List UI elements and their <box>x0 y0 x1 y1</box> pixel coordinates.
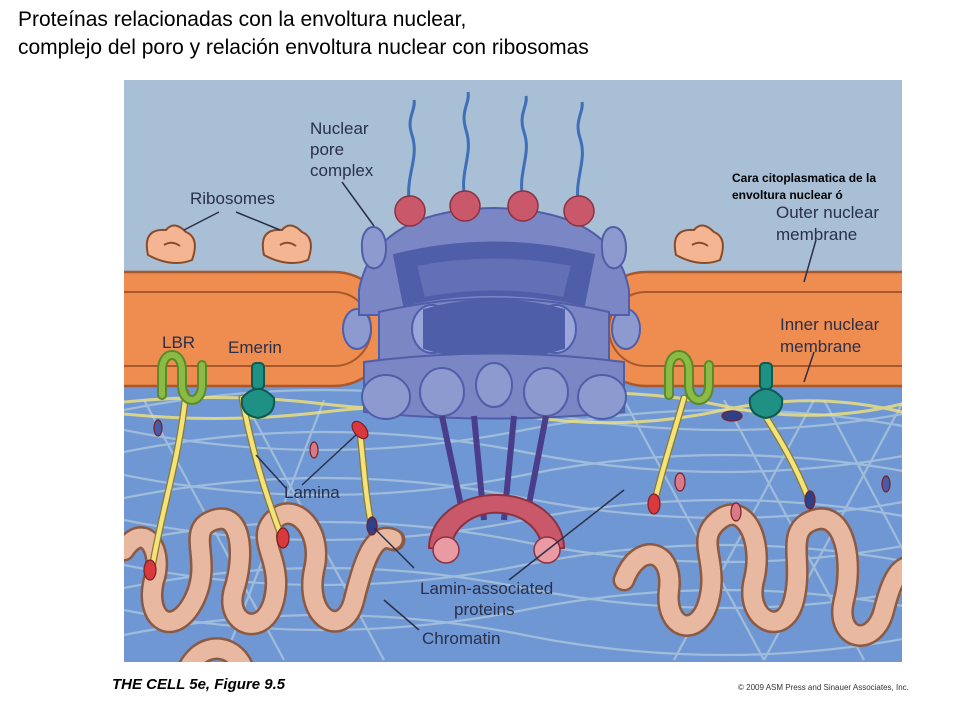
leader-lines <box>183 181 817 631</box>
label-outer-membrane-line1: Outer nuclear <box>776 203 879 222</box>
annotation-line-2: envoltura nuclear ó <box>732 188 843 202</box>
label-lamin-associated-line1: Lamin-associated <box>420 579 553 598</box>
label-nuclear-pore-line2: pore <box>310 140 344 159</box>
ribosome-2 <box>261 224 312 265</box>
label-outer-membrane-line2: membrane <box>776 225 857 244</box>
lamin-associated-proteins <box>143 410 891 581</box>
title-line-2: complejo del poro y relación envoltura n… <box>18 36 589 59</box>
label-nuclear-pore-line1: Nuclear <box>310 119 369 138</box>
slide-title: Proteínas relacionadas con la envoltura … <box>18 6 948 62</box>
label-lamina: Lamina <box>284 483 340 502</box>
label-lamin-associated-line2: proteins <box>454 600 514 619</box>
filament-beads <box>394 190 595 227</box>
emerin-proteins <box>240 362 784 420</box>
nuclear-pore-complex <box>358 206 630 420</box>
chromatin <box>124 502 902 662</box>
ribosome-1 <box>145 224 196 265</box>
cytoplasmic-face-annotation: Cara citoplasmatica de la envoltura nucl… <box>732 170 932 204</box>
ribosome-3 <box>673 224 724 265</box>
nuclear-basket <box>427 415 566 564</box>
diagram-labels: Nuclear pore complex Ribosomes Outer nuc… <box>162 119 880 648</box>
label-ribosomes: Ribosomes <box>190 189 275 208</box>
cytoplasmic-filaments <box>407 91 584 209</box>
title-line-1: Proteínas relacionadas con la envoltura … <box>18 8 467 31</box>
label-lbr: LBR <box>162 333 195 352</box>
figure-credit: THE CELL 5e, Figure 9.5 <box>112 676 286 693</box>
label-inner-membrane-line2: membrane <box>780 337 861 356</box>
lbr-protein-right-fill <box>666 352 712 403</box>
copyright-notice: © 2009 ASM Press and Sinauer Associates,… <box>738 683 909 692</box>
annotation-line-1: Cara citoplasmatica de la <box>732 171 877 185</box>
label-emerin: Emerin <box>228 338 282 357</box>
label-inner-membrane-line1: Inner nuclear <box>780 315 880 334</box>
ribosomes <box>145 224 724 265</box>
label-chromatin: Chromatin <box>422 629 500 648</box>
nuclear-envelope-diagram: Nuclear pore complex Ribosomes Outer nuc… <box>124 80 902 662</box>
lbr-protein-left-fill <box>159 352 205 403</box>
label-nuclear-pore-line3: complex <box>310 161 374 180</box>
